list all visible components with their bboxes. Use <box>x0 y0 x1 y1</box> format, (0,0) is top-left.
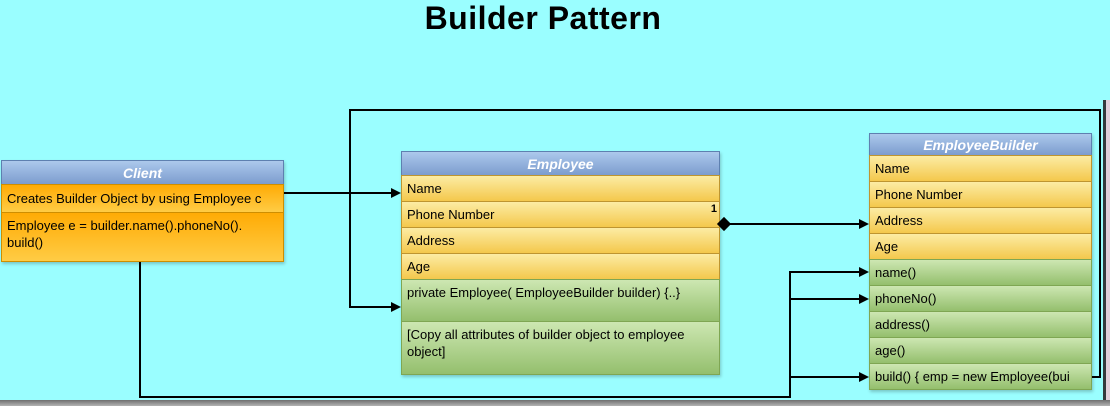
canvas-bottom-edge <box>0 400 1110 406</box>
canvas-right-edge <box>1103 100 1106 400</box>
employeebuilder-method-address[interactable]: address() <box>869 311 1092 338</box>
employeebuilder-class-box[interactable]: EmployeeBuilder Name Phone Number Addres… <box>869 133 1092 390</box>
employee-class-header[interactable]: Employee <box>401 151 720 176</box>
employeebuilder-class-header[interactable]: EmployeeBuilder <box>869 133 1092 156</box>
client-row-description[interactable]: Creates Builder Object by using Employee… <box>1 184 284 213</box>
arrowhead-client-to-employee-icon <box>391 188 401 198</box>
employeebuilder-attr-name[interactable]: Name <box>869 155 1092 182</box>
connector-branch-phoneno <box>790 298 860 300</box>
connector-client-to-employee <box>284 192 392 194</box>
client-row-code[interactable]: Employee e = builder.name().phoneNo(). b… <box>1 212 284 262</box>
employee-method-copy-note[interactable]: [Copy all attributes of builder object t… <box>401 321 720 375</box>
connector-clientcall-bottom-horizontal <box>139 396 791 398</box>
employeebuilder-method-age[interactable]: age() <box>869 337 1092 364</box>
arrowhead-name-icon <box>859 267 869 277</box>
employeebuilder-attr-age[interactable]: Age <box>869 233 1092 260</box>
connector-build-top-horizontal <box>349 109 1101 111</box>
connector-clientcall-right-vertical <box>789 271 791 398</box>
connector-employee-to-builder <box>730 223 860 225</box>
employeebuilder-attr-address[interactable]: Address <box>869 207 1092 234</box>
connector-build-entry-segment <box>349 306 392 308</box>
employee-attr-address[interactable]: Address <box>401 227 720 254</box>
connector-branch-name <box>790 271 860 273</box>
employee-method-constructor[interactable]: private Employee( EmployeeBuilder builde… <box>401 279 720 322</box>
connector-clientcall-left-vertical <box>139 262 141 398</box>
employeebuilder-attr-phone-number[interactable]: Phone Number <box>869 181 1092 208</box>
multiplicity-label: 1 <box>710 203 717 215</box>
connector-build-right-vertical <box>1099 109 1101 378</box>
arrowhead-build-icon <box>859 372 869 382</box>
arrowhead-build-to-constructor-icon <box>391 302 401 312</box>
employee-attr-name[interactable]: Name <box>401 175 720 202</box>
canvas-right-edge-outer <box>1106 100 1110 400</box>
connector-build-exit-segment <box>1092 376 1100 378</box>
employee-attr-age[interactable]: Age <box>401 253 720 280</box>
arrowhead-phoneno-icon <box>859 294 869 304</box>
connector-branch-build <box>790 376 860 378</box>
employeebuilder-method-phoneno[interactable]: phoneNo() <box>869 285 1092 312</box>
client-class-box[interactable]: Client Creates Builder Object by using E… <box>1 160 284 262</box>
employeebuilder-method-build[interactable]: build() { emp = new Employee(bui <box>869 363 1092 390</box>
employeebuilder-method-name[interactable]: name() <box>869 259 1092 286</box>
employee-class-box[interactable]: Employee Name Phone Number Address Age p… <box>401 151 720 375</box>
connector-build-left-vertical <box>349 109 351 308</box>
arrowhead-employee-to-builder-icon <box>859 219 869 229</box>
client-class-header[interactable]: Client <box>1 160 284 185</box>
employee-attr-phone-number[interactable]: Phone Number <box>401 201 720 228</box>
diagram-title: Builder Pattern <box>424 0 662 36</box>
